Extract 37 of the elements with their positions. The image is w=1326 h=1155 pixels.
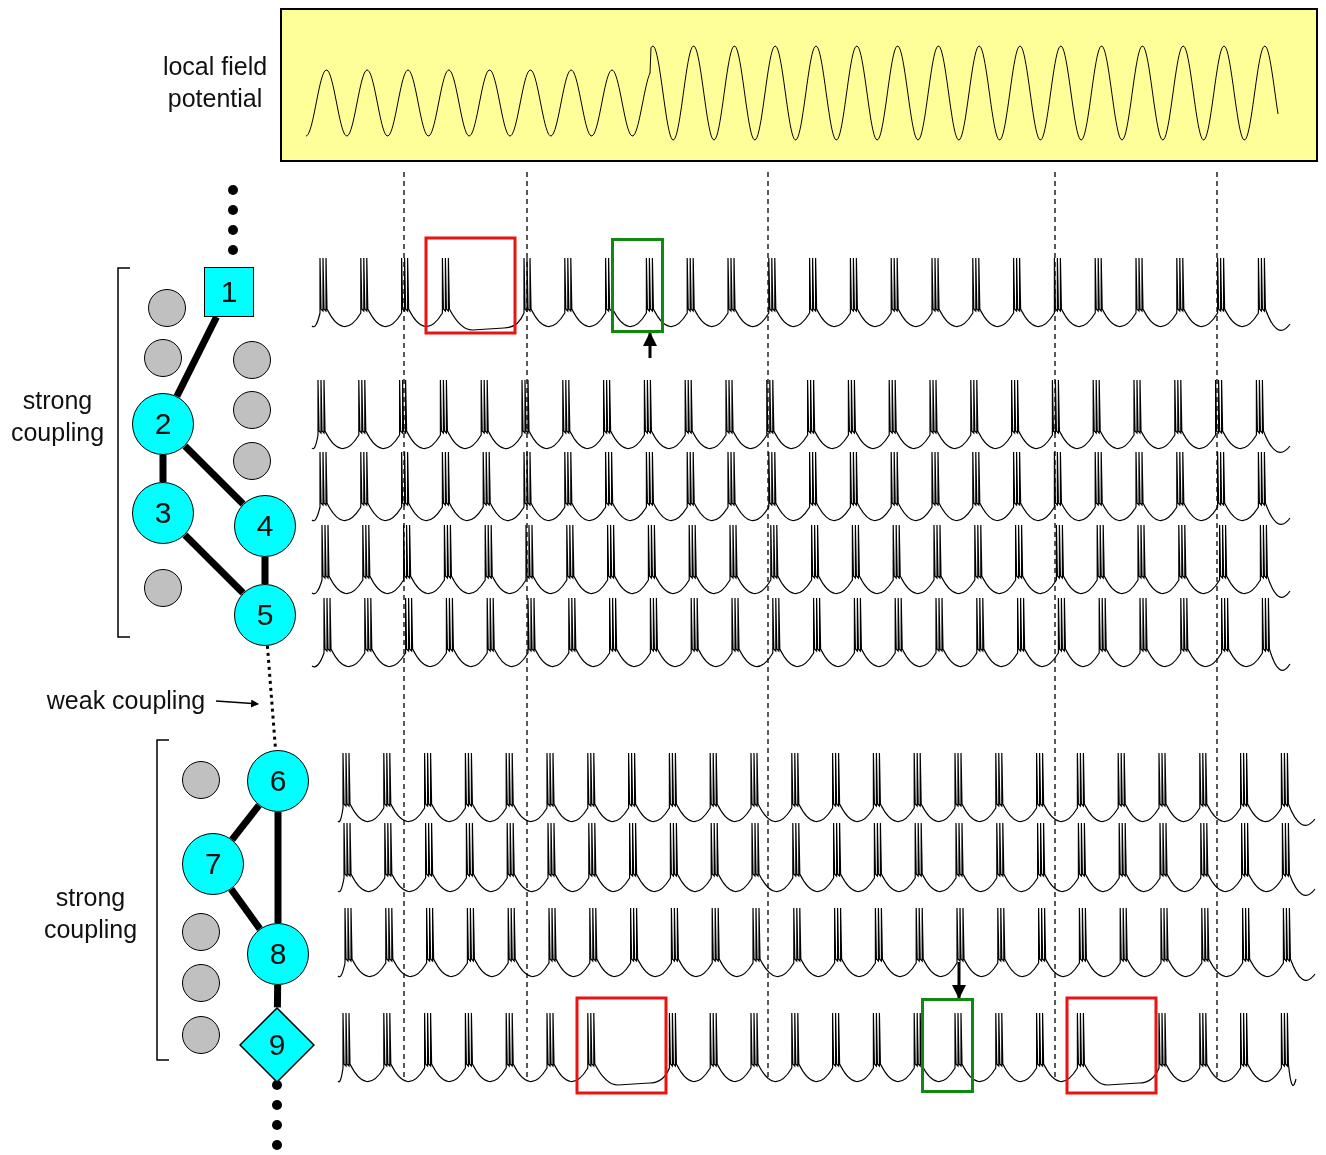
coupling-label: weak coupling: [38, 684, 214, 716]
neuron-circle: [182, 964, 220, 1002]
pointer-arrow: [643, 332, 657, 358]
neuron-circle: 4: [234, 495, 296, 557]
neuron-circle: [182, 761, 220, 799]
coupling-line: [273, 984, 282, 1008]
neuron-square: 1: [204, 267, 254, 317]
neuron-circle: 8: [247, 923, 309, 985]
neuron-circle: [233, 442, 271, 480]
highlight-frame: [921, 998, 974, 1093]
neuron-circle: [233, 341, 271, 379]
coupling-line: [228, 887, 263, 931]
coupling-line: [159, 455, 167, 482]
group-label: strong coupling: [9, 385, 106, 448]
neuron-circle: 6: [247, 750, 309, 812]
coupling-line: [182, 443, 246, 507]
neuron-circle: 3: [132, 482, 194, 544]
group-label: strong coupling: [42, 882, 139, 945]
neuron-circle: [233, 391, 271, 429]
leader-arrow: [215, 699, 259, 708]
coupling-line: [261, 557, 269, 584]
neuron-circle: [148, 289, 186, 327]
neuron-circle: 7: [182, 833, 244, 895]
neuron-circle: [144, 339, 182, 377]
neuron-circle: 5: [234, 584, 296, 646]
coupling-line: [274, 812, 282, 923]
neuron-circle: [182, 913, 220, 951]
coupling-line: [182, 532, 246, 596]
highlight-frame: [611, 238, 664, 333]
coupling-line: [173, 315, 220, 398]
coupling-line: [229, 803, 262, 842]
neuron-diamond: 9: [239, 1007, 315, 1083]
pointer-arrow: [952, 962, 966, 999]
panel-title: local field potential: [161, 51, 269, 114]
neuron-circle: 2: [132, 393, 194, 455]
neuron-circle: [182, 1016, 220, 1054]
neuron-circle: [144, 569, 182, 607]
